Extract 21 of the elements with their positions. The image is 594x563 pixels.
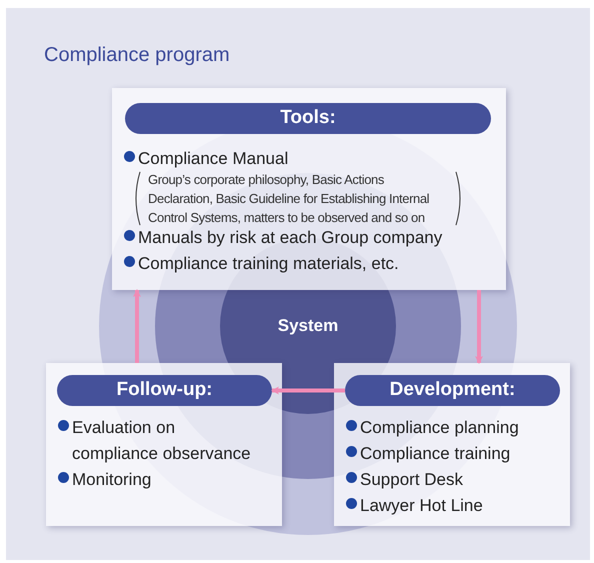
center-label: System [258,313,358,339]
list-item: Compliance planning [360,417,519,439]
list-item: Monitoring [72,469,152,491]
heading-pill: Follow-up: [57,375,272,406]
arrow [271,386,345,394]
heading-pill: Tools: [125,103,491,134]
note-text: Group’s corporate philosophy, Basic Actions Declaration, Basic Guideline for Establishing Internal Control Systems, matters to be observed and so on [148,171,430,227]
info-card [46,363,282,526]
list-item: Support Desk [360,469,463,491]
arrow [475,290,483,364]
list-item: Compliance training materials, etc. [138,253,399,275]
list-item: Compliance Manual [138,148,288,170]
list-item: Compliance training [360,443,510,465]
title: Compliance program [44,43,230,68]
arrow [133,289,141,363]
list-item: Evaluation on compliance observance [72,417,252,465]
list-item: Manuals by risk at each Group company [138,227,442,249]
heading-pill: Development: [345,375,560,406]
list-item: Lawyer Hot Line [360,495,483,517]
info-card [112,88,506,290]
info-card [334,363,570,526]
